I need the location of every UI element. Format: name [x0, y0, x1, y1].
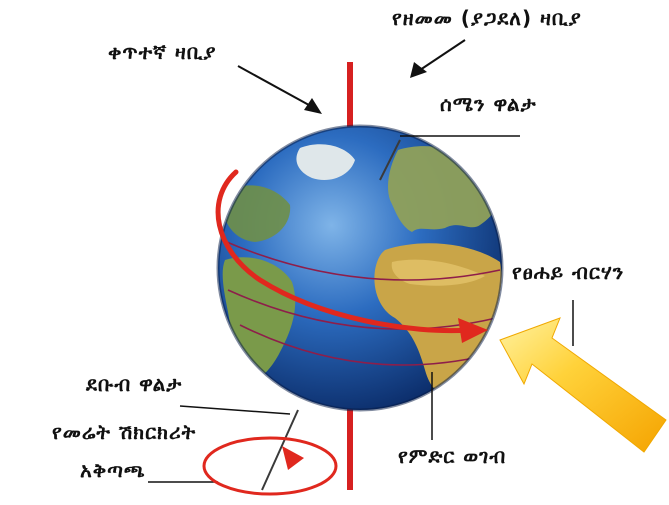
- south-pole-label: ደቡብ ዋልታ: [86, 372, 183, 396]
- earth-globe: [216, 124, 504, 412]
- greenland-landmass: [296, 144, 355, 180]
- tilted-axis-line: [379, 139, 401, 181]
- europe-landmass: [387, 146, 502, 232]
- leader-tilted-axis-head: [410, 62, 427, 78]
- sunlight-label: የፀሐይ ብርሃን: [512, 260, 625, 284]
- vertical-axis-label: ቀጥተኛ ዛቢያ: [108, 40, 217, 64]
- leader-vertical-axis: [237, 65, 319, 111]
- leader-tilted-axis: [419, 39, 466, 71]
- direction-label: አቅጣጫ: [80, 458, 146, 482]
- north-america-landmass: [220, 185, 291, 242]
- leader-south-pole: [179, 405, 291, 415]
- sunlight-arrow: [499, 317, 667, 453]
- rotation-label: የመሬት ሽክርክሪት: [52, 420, 197, 444]
- rotation-direction-ellipse: [202, 436, 338, 496]
- equator-label: የምድር ወገብ: [398, 444, 507, 468]
- rotation-arrow-head: [458, 318, 488, 343]
- rotation-arrow: [215, 169, 473, 334]
- leader-vertical-axis-head: [304, 98, 322, 114]
- rotation-direction-arrow-head: [282, 446, 304, 470]
- tilted-axis-south-line: [261, 409, 299, 491]
- tilted-axis-label: የዘመመ (ያጋደለ) ዛቢያ: [392, 6, 582, 30]
- north-pole-label: ሰሜን ዋልታ: [440, 92, 537, 116]
